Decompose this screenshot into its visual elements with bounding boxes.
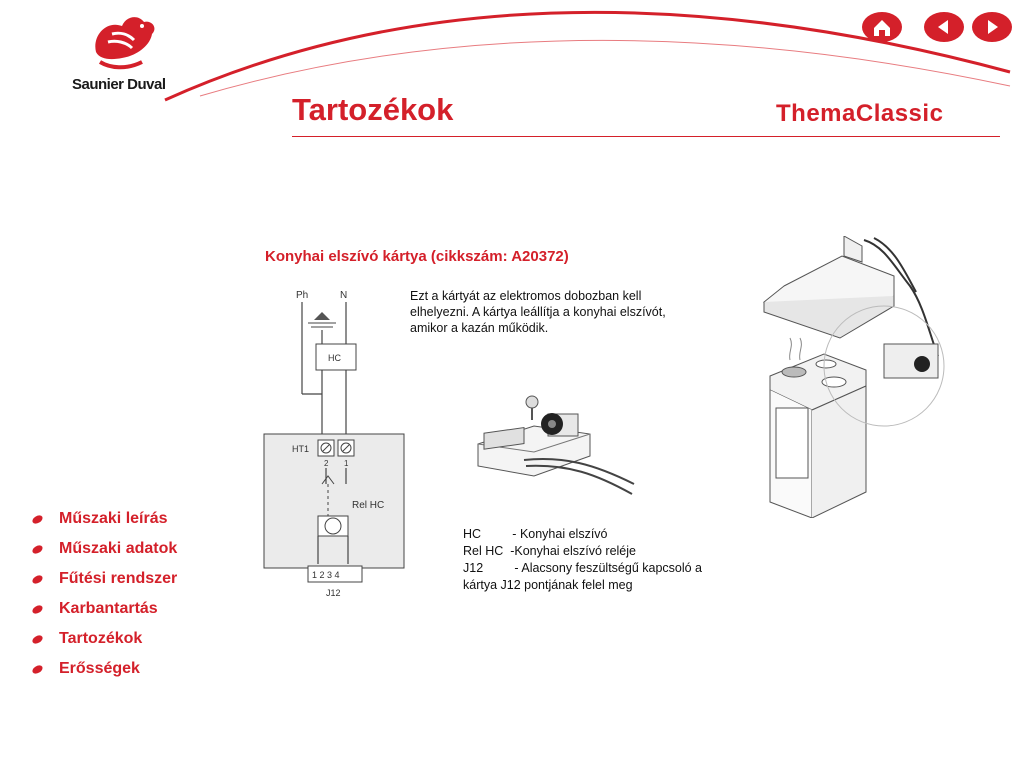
section-title: Konyhai elszívó kártya (cikkszám: A20372…	[265, 248, 569, 265]
label-rel-hc: Rel HC	[352, 500, 384, 511]
product-logo: ThemaClassic	[776, 100, 944, 127]
home-button[interactable]	[862, 12, 902, 42]
bullet-icon	[30, 663, 45, 675]
label-pins: 1 2 3 4	[312, 570, 340, 580]
title-divider	[292, 136, 1000, 137]
legend-line: J12 - Alacsony feszültségű kapcsoló a	[463, 561, 703, 575]
label-ph: Ph	[296, 290, 308, 301]
menu-item-karbantartas[interactable]: Karbantartás	[30, 594, 177, 624]
next-button[interactable]	[972, 12, 1012, 42]
label-ht1: HT1	[292, 444, 309, 454]
label-pin-1: 1	[344, 459, 349, 468]
legend-line: HC - Konyhai elszívó	[463, 527, 608, 541]
bullet-icon	[30, 603, 45, 615]
label-hc: HC	[328, 353, 341, 363]
page-title: Tartozékok	[292, 92, 454, 127]
menu-item-erossegek[interactable]: Erősségek	[30, 654, 177, 684]
menu-item-label: Műszaki leírás	[59, 510, 168, 527]
menu-item-label: Karbantartás	[59, 600, 158, 617]
menu-item-label: Fűtési rendszer	[59, 570, 178, 587]
bird-logo-icon	[95, 17, 155, 70]
kitchen-illustration	[762, 236, 945, 518]
menu-item-tartozekok[interactable]: Tartozékok	[30, 624, 177, 654]
menu-item-label: Tartozékok	[59, 630, 143, 647]
wiring-diagram: Ph N HC HT1 2 1 Rel HC 1 2 3 4 J12	[263, 290, 405, 598]
menu-item-muszaki-leiras[interactable]: Műszaki leírás	[30, 504, 177, 534]
arrow-right-icon	[988, 20, 998, 34]
bullet-icon	[30, 513, 45, 525]
menu-item-label: Műszaki adatok	[59, 540, 178, 557]
previous-button[interactable]	[924, 12, 964, 42]
menu-item-muszaki-adatok[interactable]: Műszaki adatok	[30, 534, 178, 564]
card-illustration	[477, 395, 635, 495]
bullet-icon	[30, 573, 45, 585]
legend: HC - Konyhai elszívó Rel HC -Konyhai els…	[463, 526, 702, 594]
bullet-icon	[30, 633, 45, 645]
home-icon	[874, 20, 890, 36]
menu-item-futesi-rendszer[interactable]: Fűtési rendszer	[30, 564, 178, 594]
legend-line: Rel HC -Konyhai elszívó reléje	[463, 544, 636, 558]
section-description: Ezt a kártyát az elektromos dobozban kel…	[410, 289, 666, 335]
legend-line: kártya J12 pontjának felel meg	[463, 578, 633, 592]
bullet-icon	[30, 543, 45, 555]
label-j12: J12	[326, 588, 341, 598]
label-n: N	[340, 290, 347, 301]
arrow-left-icon	[938, 20, 948, 34]
side-menu: Műszaki leírás Műszaki adatok Fűtési ren…	[30, 504, 178, 684]
label-pin-2: 2	[324, 459, 329, 468]
brand-name: Saunier Duval	[72, 76, 166, 93]
menu-item-label: Erősségek	[59, 660, 140, 677]
